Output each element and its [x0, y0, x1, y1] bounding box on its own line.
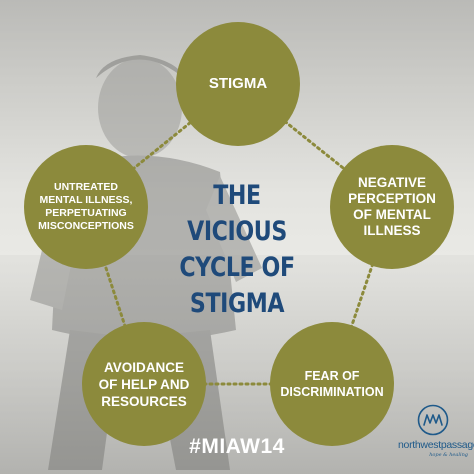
cycle-node-untreated: UNTREATED MENTAL ILLNESS, PERPETUATING M…: [24, 145, 148, 269]
logo-wordmark: northwestpassage: [398, 439, 474, 451]
northwestpassage-logo: northwestpassage hope & healing: [398, 404, 474, 468]
cycle-node-label: UNTREATED MENTAL ILLNESS, PERPETUATING M…: [38, 181, 134, 232]
diagram-title: THE VICIOUS CYCLE OF STIGMA: [179, 180, 295, 319]
cycle-node-label: STIGMA: [208, 75, 268, 92]
cycle-node-label: NEGATIVE PERCEPTION OF MENTAL ILLNESS: [348, 175, 436, 238]
cycle-node-stigma: STIGMA: [176, 22, 300, 146]
cycle-node-fear-of-discrimination: FEAR OF DISCRIMINATION: [270, 322, 394, 446]
cycle-node-avoidance: AVOIDANCE OF HELP AND RESOURCES: [82, 322, 206, 446]
nwp-monogram-icon: [417, 404, 449, 436]
cycle-node-label: FEAR OF DISCRIMINATION: [280, 369, 384, 399]
cycle-node-negative-perception: NEGATIVE PERCEPTION OF MENTAL ILLNESS: [330, 145, 454, 269]
cycle-node-label: AVOIDANCE OF HELP AND RESOURCES: [98, 359, 190, 409]
logo-tagline: hope & healing: [429, 452, 468, 458]
hashtag: #MIAW14: [189, 435, 285, 458]
